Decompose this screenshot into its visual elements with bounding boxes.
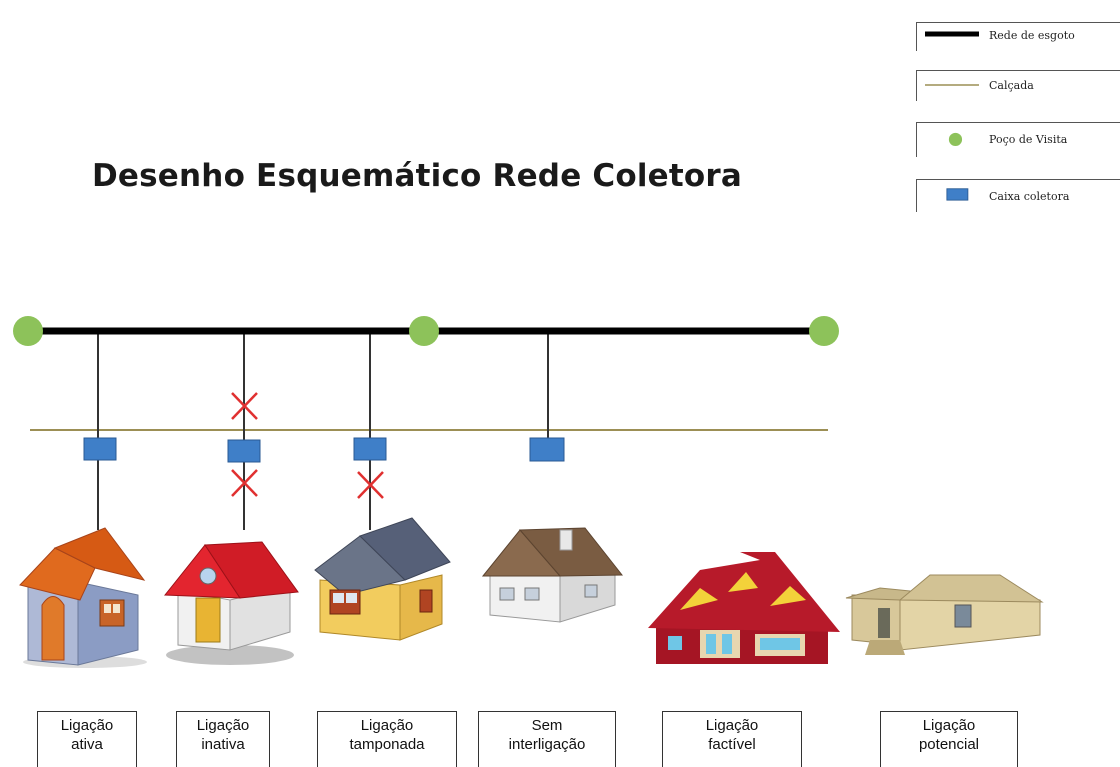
caption-line: Ligação — [705, 717, 759, 734]
caption-line: inativa — [201, 736, 245, 753]
house-yellow-grey-roof-icon — [314, 517, 451, 641]
caption-line: Ligação — [196, 717, 250, 734]
legend-label: Caixa coletora — [989, 190, 1070, 203]
collector-box-icon — [529, 437, 565, 462]
thick-black-line-icon — [925, 31, 979, 37]
caption-sem-interligacao: Sem interligação — [478, 711, 616, 767]
house-red-building-icon — [648, 552, 840, 664]
legend-item-sidewalk: Calçada — [916, 70, 1120, 101]
collector-box-icon — [227, 439, 261, 463]
caption-ligacao-potencial: Ligação potencial — [880, 711, 1018, 767]
caption-line: factível — [708, 736, 756, 753]
caption-ligacao-tamponada: Ligação tamponada — [317, 711, 457, 767]
caption-ligacao-factivel: Ligação factível — [662, 711, 802, 767]
caption-line: Sem — [531, 717, 563, 734]
collector-box-icon — [353, 437, 387, 461]
caption-line: Ligação — [60, 717, 114, 734]
caption-line: Ligação — [360, 717, 414, 734]
house-white-brown-roof-icon — [481, 527, 624, 623]
diagram-title: Desenho Esquemático Rede Coletora — [92, 158, 743, 194]
house-beige-mobile-icon — [845, 574, 1044, 655]
thin-olive-line-icon — [925, 84, 979, 86]
cut-mark-icon — [231, 392, 258, 420]
legend-label: Rede de esgoto — [989, 29, 1075, 42]
caption-line: ativa — [71, 736, 103, 753]
caption-ligacao-ativa: Ligação ativa — [37, 711, 137, 767]
legend-label: Poço de Visita — [989, 133, 1068, 146]
legend-item-collector-box: Caixa coletora — [916, 179, 1120, 212]
legend-item-sewer: Rede de esgoto — [916, 22, 1120, 51]
caption-line: tamponada — [349, 736, 425, 753]
caption-line: potencial — [918, 736, 980, 753]
house-white-red-roof-icon — [163, 541, 299, 665]
manhole-icon — [13, 316, 43, 346]
manhole-icon — [409, 316, 439, 346]
legend-item-manhole: Poço de Visita — [916, 122, 1120, 157]
caption-line: interligação — [508, 736, 586, 753]
legend-label: Calçada — [989, 79, 1034, 92]
manhole-icon — [809, 316, 839, 346]
cut-mark-icon — [231, 469, 258, 497]
cut-mark-icon — [357, 471, 384, 499]
house-blue-orange-roof-icon — [19, 527, 147, 668]
green-circle-icon — [948, 132, 963, 147]
caption-line: Ligação — [922, 717, 976, 734]
caption-ligacao-inativa: Ligação inativa — [176, 711, 270, 767]
collector-box-icon — [83, 437, 117, 461]
blue-rectangle-icon — [946, 188, 969, 201]
